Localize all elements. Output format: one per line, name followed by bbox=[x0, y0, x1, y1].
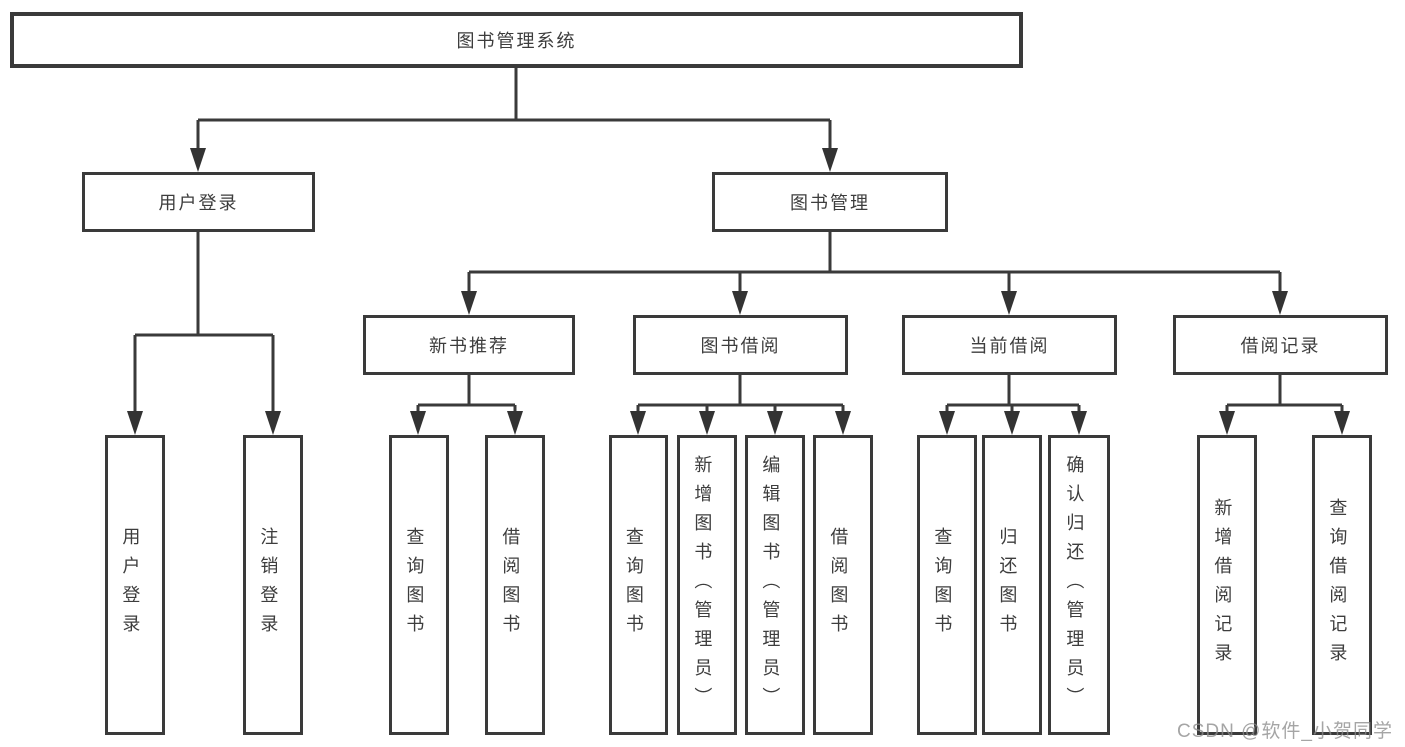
node-library-management-system: 图书管理系统 bbox=[10, 12, 1023, 68]
node-user-login-module: 用户登录 bbox=[82, 172, 315, 232]
node-label: 借阅记录 bbox=[1240, 336, 1321, 356]
node-label: 图书借阅 bbox=[700, 336, 781, 356]
node-add-book-admin: 新增图书（管理员） bbox=[677, 435, 737, 735]
node-new-book-recommendation: 新书推荐 bbox=[363, 315, 575, 375]
node-label: 新增图书（管理员） bbox=[692, 454, 713, 716]
node-logout: 注销登录 bbox=[243, 435, 303, 735]
node-label: 借阅图书 bbox=[500, 527, 521, 643]
node-label: 确认归还（管理员） bbox=[1064, 454, 1085, 716]
node-borrowing-records: 借阅记录 bbox=[1173, 315, 1388, 375]
node-user-login: 用户登录 bbox=[105, 435, 165, 735]
node-query-borrow-record: 查询借阅记录 bbox=[1312, 435, 1372, 735]
node-query-books-recommend: 查询图书 bbox=[389, 435, 449, 735]
node-label: 借阅图书 bbox=[828, 527, 849, 643]
node-book-borrowing: 图书借阅 bbox=[633, 315, 848, 375]
node-query-books-current: 查询图书 bbox=[917, 435, 977, 735]
node-borrow-books: 借阅图书 bbox=[813, 435, 873, 735]
node-current-borrowing: 当前借阅 bbox=[902, 315, 1117, 375]
node-label: 用户登录 bbox=[120, 527, 141, 643]
node-label: 注销登录 bbox=[258, 527, 279, 643]
node-label: 新书推荐 bbox=[429, 336, 509, 356]
node-label: 查询图书 bbox=[404, 527, 425, 643]
node-label: 查询图书 bbox=[932, 527, 953, 643]
node-label: 图书管理系统 bbox=[456, 31, 577, 51]
node-borrow-books-recommend: 借阅图书 bbox=[485, 435, 545, 735]
node-label: 编辑图书（管理员） bbox=[760, 454, 781, 716]
node-label: 用户登录 bbox=[158, 193, 239, 213]
node-edit-book-admin: 编辑图书（管理员） bbox=[745, 435, 805, 735]
node-label: 图书管理 bbox=[790, 193, 870, 213]
node-label: 归还图书 bbox=[997, 527, 1018, 643]
node-query-books-borrow: 查询图书 bbox=[609, 435, 668, 735]
node-label: 查询图书 bbox=[623, 527, 644, 643]
node-label: 新增借阅记录 bbox=[1212, 498, 1233, 672]
node-book-management-module: 图书管理 bbox=[712, 172, 948, 232]
node-add-borrow-record: 新增借阅记录 bbox=[1197, 435, 1257, 735]
node-label: 当前借阅 bbox=[969, 336, 1050, 356]
node-confirm-return-admin: 确认归还（管理员） bbox=[1048, 435, 1110, 735]
node-label: 查询借阅记录 bbox=[1327, 498, 1348, 672]
node-return-book: 归还图书 bbox=[982, 435, 1042, 735]
